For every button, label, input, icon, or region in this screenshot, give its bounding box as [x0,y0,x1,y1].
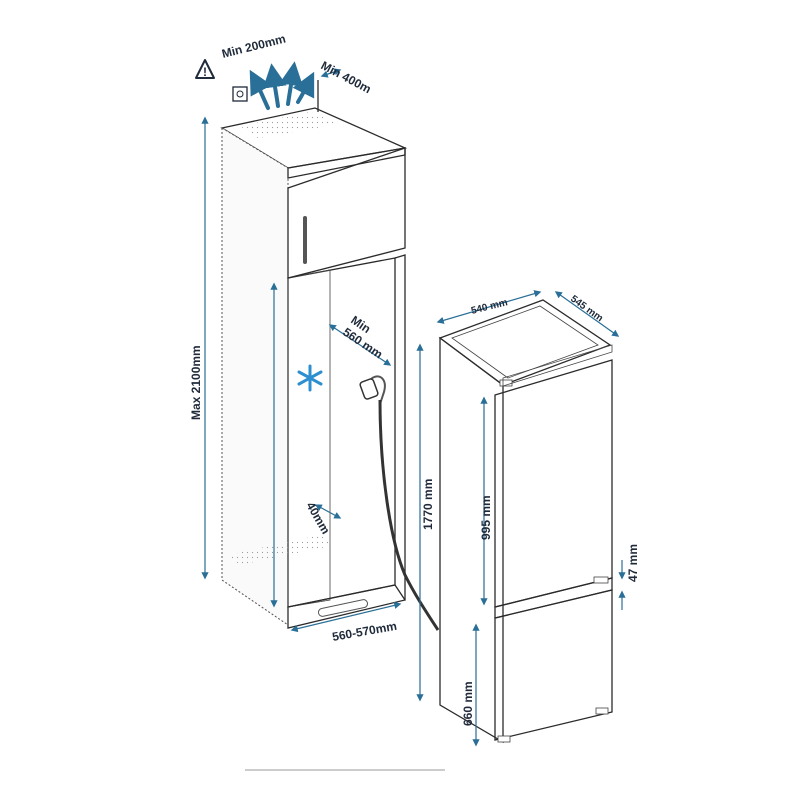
svg-text:545 mm: 545 mm [568,294,605,325]
cabinet [220,107,408,629]
label-min-200: Min 200mm [220,32,287,61]
svg-text:1770 mm: 1770 mm [421,479,435,530]
power-plug-icon [359,375,386,405]
svg-text:!: ! [203,65,207,79]
dimension-40mm: 40mm [303,500,342,537]
power-cable [378,399,440,631]
svg-text:660 mm: 660 mm [461,681,475,726]
dimension-1770: 1770 mm [416,343,435,702]
dimension-47: 47 mm [618,544,640,610]
label-min-400: Min 400m [319,58,374,96]
svg-text:560-570mm: 560-570mm [331,619,398,644]
dimension-max-2100: Max 2100mm [189,116,209,580]
vent-bracket [317,68,342,112]
refrigerator [438,299,613,744]
socket-icon [232,86,248,102]
svg-text:40mm: 40mm [303,500,332,537]
svg-text:540 mm: 540 mm [470,297,509,317]
svg-text:Max 2100mm: Max 2100mm [189,345,203,420]
snowflake-icon [297,364,323,392]
dimension-995: 995 mm [479,396,493,606]
svg-text:995 mm: 995 mm [479,495,493,540]
svg-text:47 mm: 47 mm [626,544,640,582]
warning-icon: ! [195,59,215,79]
dimension-min-560: Min 560 mm [328,313,392,366]
dimension-660: 660 mm [461,623,480,747]
airflow-arrows-icon [249,61,315,110]
